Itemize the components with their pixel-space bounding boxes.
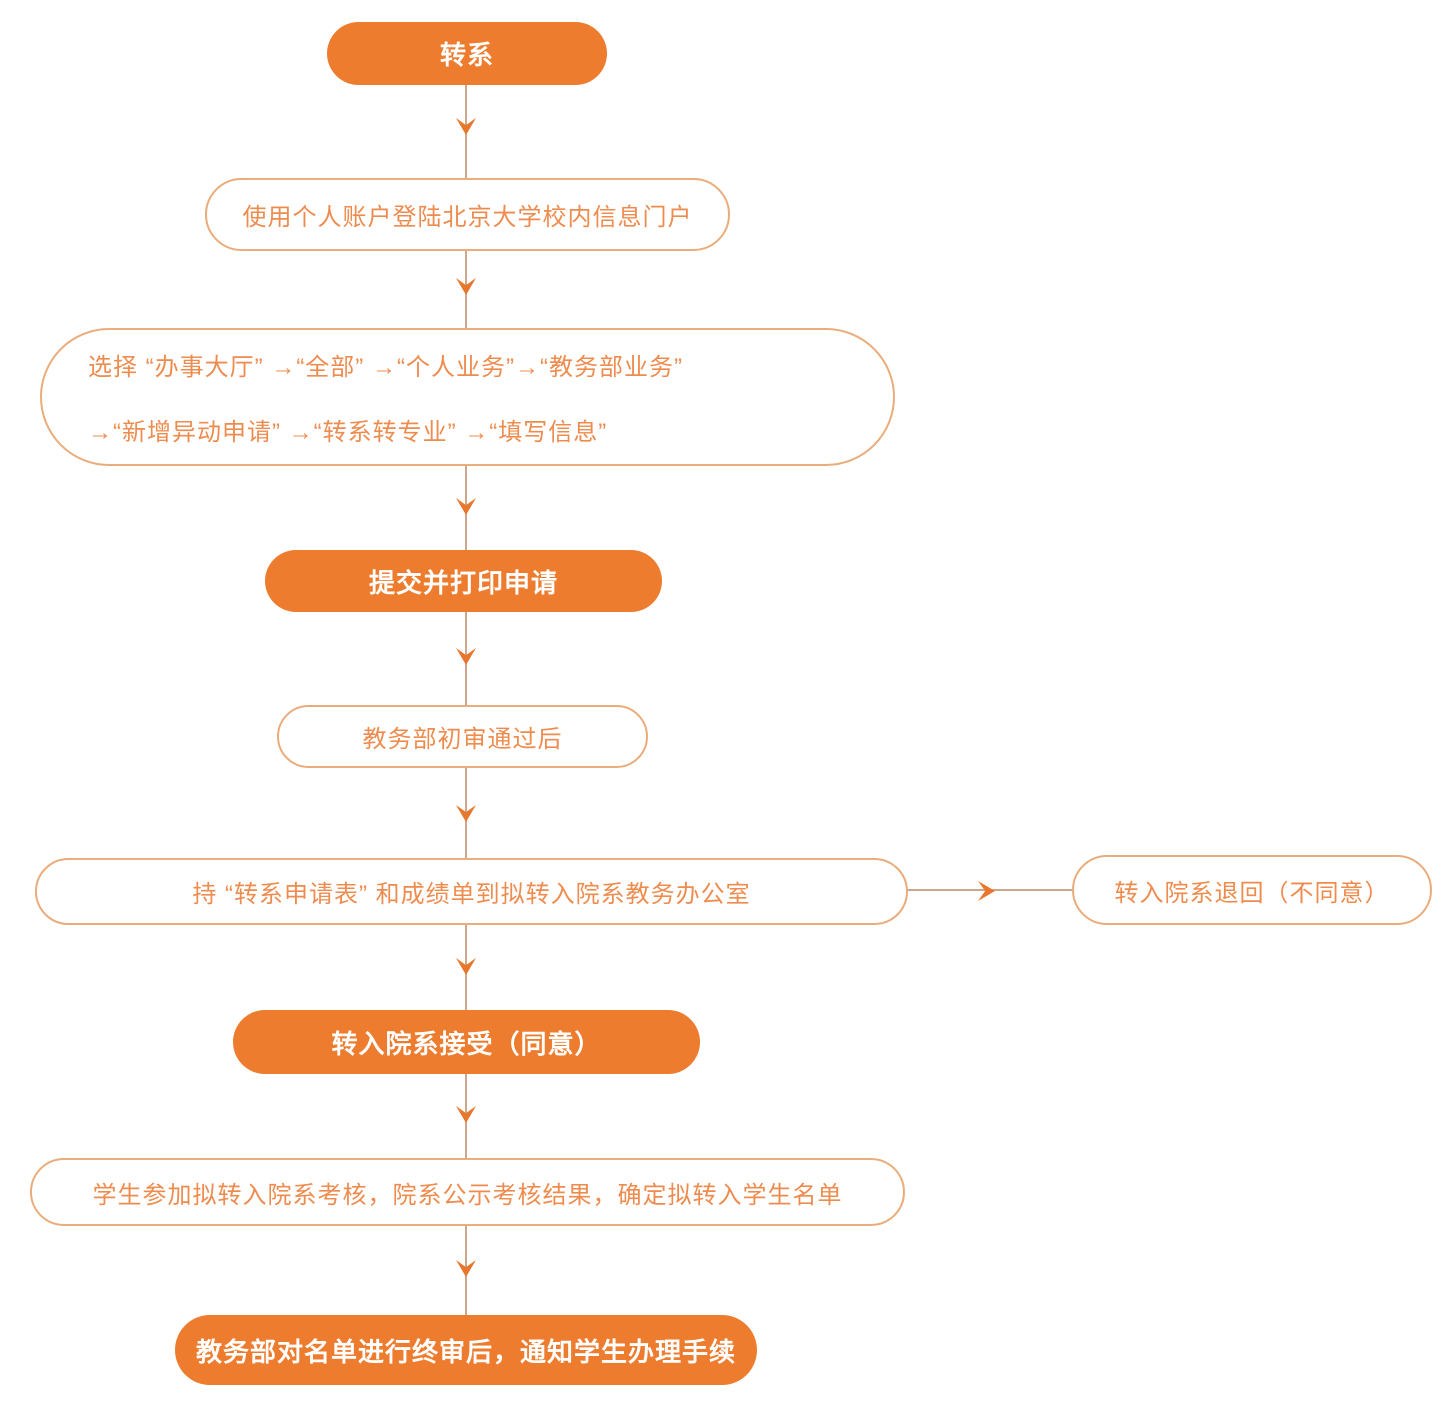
submit-print-node: 提交并打印申请: [265, 550, 662, 612]
portal-navigation-line-2: →“新增异动申请” →“转系转专业” →“填写信息”: [88, 419, 608, 446]
rejected-label: 转入院系退回（不同意）: [1114, 879, 1390, 907]
arrow-right-icon: [978, 881, 995, 901]
portal-navigation-node: 选择 “办事大厅” →“全部” →“个人业务”→“教务部业务” →“新增异动申请…: [40, 328, 895, 466]
login-portal-label: 使用个人账户登陆北京大学校内信息门户: [242, 204, 693, 231]
accepted-label: 转入院系接受（同意）: [331, 1028, 602, 1059]
accepted-node: 转入院系接受（同意）: [233, 1010, 700, 1074]
start-node-label: 转系: [439, 40, 494, 70]
assessment-node: 学生参加拟转入院系考核，院系公示考核结果，确定拟转入学生名单: [30, 1158, 905, 1226]
rejected-node: 转入院系退回（不同意）: [1072, 855, 1432, 925]
final-review-label: 教务部对名单进行终审后，通知学生办理手续: [195, 1336, 736, 1367]
preliminary-review-label: 教务部初审通过后: [362, 726, 563, 753]
deliver-form-label: 持 “转系申请表” 和成绩单到拟转入院系教务办公室: [192, 881, 751, 908]
login-portal-node: 使用个人账户登陆北京大学校内信息门户: [205, 178, 730, 251]
preliminary-review-node: 教务部初审通过后: [277, 705, 648, 768]
assessment-label: 学生参加拟转入院系考核，院系公示考核结果，确定拟转入学生名单: [92, 1181, 843, 1209]
final-review-node: 教务部对名单进行终审后，通知学生办理手续: [175, 1315, 757, 1385]
deliver-form-node: 持 “转系申请表” 和成绩单到拟转入院系教务办公室: [35, 858, 908, 925]
portal-navigation-line-1: 选择 “办事大厅” →“全部” →“个人业务”→“教务部业务”: [88, 354, 683, 381]
start-node: 转系: [327, 22, 607, 85]
submit-print-label: 提交并打印申请: [368, 567, 558, 598]
